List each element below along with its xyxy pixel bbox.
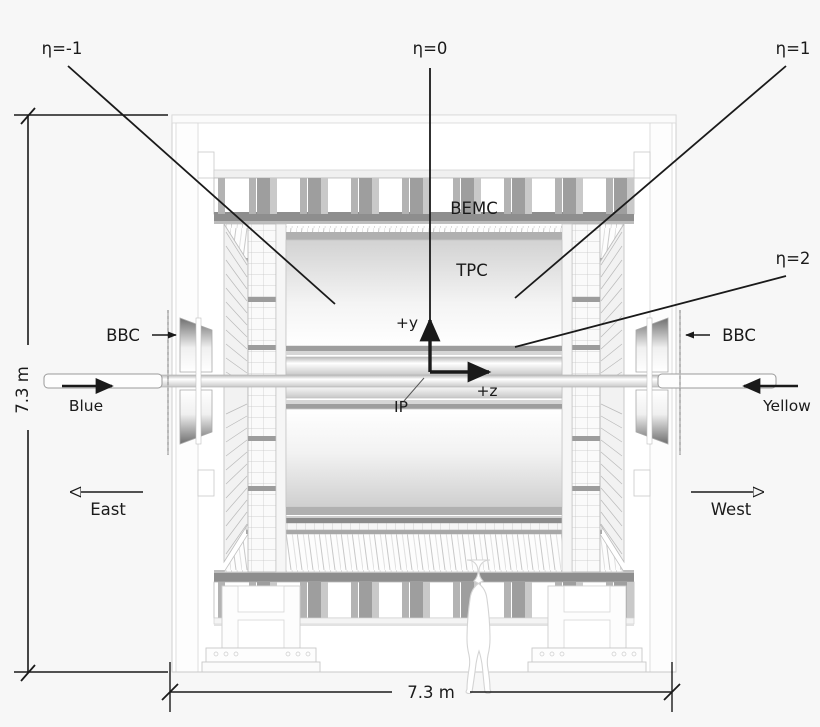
- eta-minus-1-leader: [67, 65, 336, 305]
- eta-1-leader: [514, 65, 787, 299]
- ip-label: IP: [394, 398, 408, 416]
- y-axis-label: +y: [396, 314, 418, 332]
- yellow-beam-label: Yellow: [762, 397, 811, 415]
- bbc-west-label: BBC: [722, 326, 756, 345]
- support-foot-west: [527, 585, 647, 673]
- width-tick-left: [161, 683, 179, 701]
- human-scale-figure: [465, 559, 492, 695]
- height-tick-top: [20, 107, 36, 125]
- east-label: East: [90, 500, 126, 519]
- detector-assembly: [43, 114, 777, 695]
- ip-leader-line: [403, 377, 425, 402]
- height-dimension-label: 7.3 m: [13, 366, 32, 414]
- blue-beam-label: Blue: [69, 397, 103, 415]
- eta-1-label: η=1: [776, 39, 811, 58]
- west-endcap-laminations: [561, 222, 625, 573]
- eta-2-label: η=2: [776, 249, 811, 268]
- east-endcap-laminations: [223, 222, 287, 573]
- tpc-label: TPC: [455, 261, 488, 280]
- height-tick-bottom: [20, 664, 36, 682]
- base-platform: [172, 585, 676, 673]
- width-tick-right: [663, 683, 681, 701]
- bbc-west-cone: [635, 310, 681, 455]
- beam-pipe: [147, 374, 673, 388]
- z-axis-label: +z: [476, 382, 497, 400]
- top-rail: [171, 114, 677, 124]
- bbc-east-cone: [167, 310, 213, 455]
- dimension-lines: [14, 107, 681, 712]
- text-labels: η=-1 η=0 η=1 η=2 BEMC TPC +y +z IP BBC B…: [13, 39, 811, 702]
- width-dimension-label: 7.3 m: [407, 683, 455, 702]
- bbc-east-label: BBC: [106, 326, 140, 345]
- eta-2-leader: [514, 275, 787, 348]
- tpc-lower-half: [285, 408, 563, 508]
- magnet-yoke-top: [213, 169, 635, 224]
- west-label: West: [711, 500, 752, 519]
- tpc-volume: [285, 232, 563, 515]
- coordinate-axes: [403, 317, 492, 402]
- bemc-label: BEMC: [450, 199, 498, 218]
- eta-minus-1-label: η=-1: [42, 39, 83, 58]
- eta-0-label: η=0: [413, 39, 448, 58]
- eta-leader-lines: [67, 65, 787, 348]
